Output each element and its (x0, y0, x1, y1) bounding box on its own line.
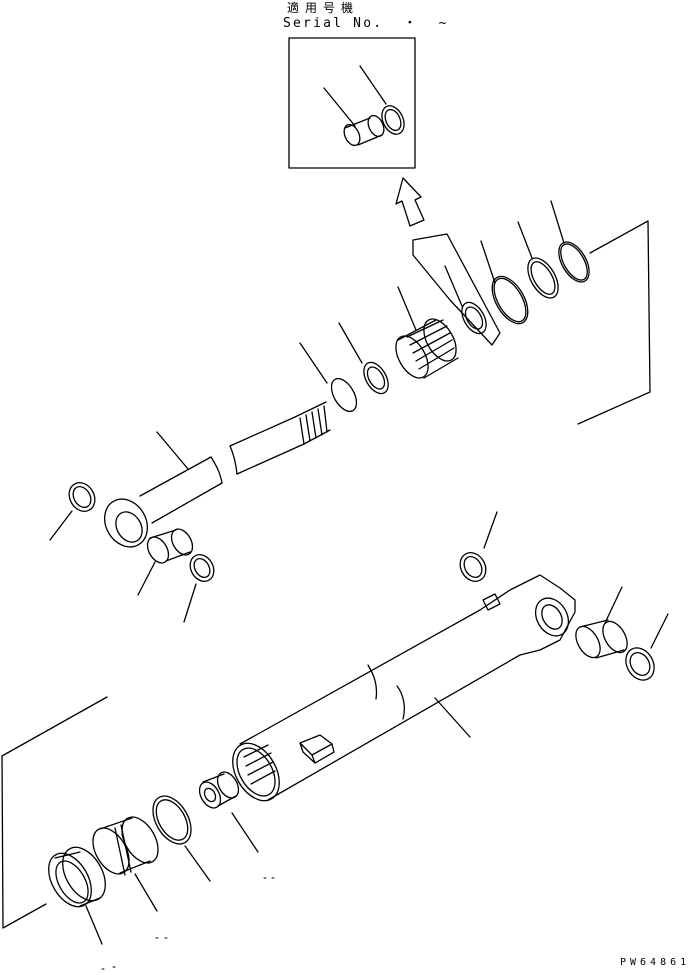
tube-dust-seal (455, 512, 497, 586)
rod-end-dust-seal (50, 478, 100, 540)
gland-group-outline (413, 234, 500, 345)
head-ring (445, 266, 491, 338)
drawing-code: PW64861 (620, 957, 689, 968)
tube-bushing (571, 587, 632, 662)
serial-label: Serial No. ・ ~ (283, 16, 449, 31)
piston-ring (145, 789, 210, 881)
inset-box (289, 38, 415, 168)
bracket-lower (2, 697, 107, 928)
cap-ring (40, 840, 114, 944)
inset-ring (360, 66, 408, 138)
backup-ring (518, 222, 564, 303)
o-ring-large (481, 241, 535, 330)
wear-ring (339, 323, 393, 398)
cylinder-tube (223, 575, 575, 809)
bracket-upper (578, 221, 650, 424)
snap-ring (300, 343, 362, 416)
rod-dust-seal (184, 550, 219, 622)
o-ring-outer (551, 201, 595, 287)
piston (86, 811, 166, 911)
tube-dust-seal-2 (620, 614, 668, 685)
marks (102, 878, 274, 969)
head-gland (389, 287, 463, 383)
inset-bushing (324, 88, 387, 148)
piston-rod (96, 402, 330, 555)
rod-bushing (138, 525, 197, 595)
nut (195, 768, 258, 852)
applicable-label: 適用号機 (287, 1, 360, 15)
arrow-up (396, 178, 424, 226)
